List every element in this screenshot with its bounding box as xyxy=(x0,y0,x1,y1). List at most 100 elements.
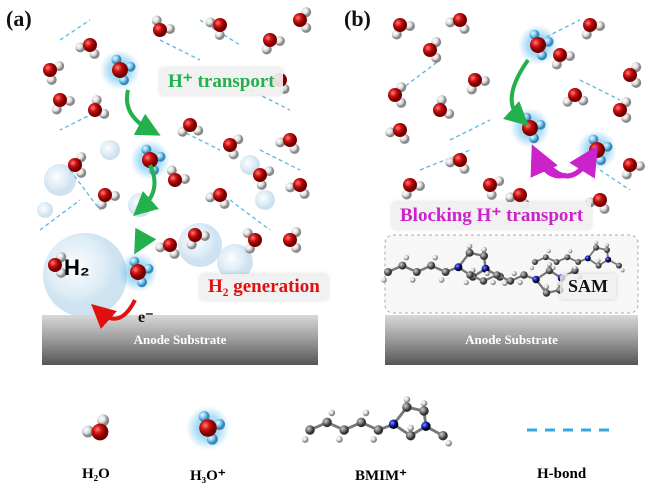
oxygen-atom xyxy=(153,23,167,37)
hydrogen-atom xyxy=(205,17,216,28)
carbon-atom xyxy=(465,248,474,257)
hydrogen-atom xyxy=(511,270,517,277)
oxygen-atom xyxy=(88,103,102,117)
hydrogen-atom xyxy=(543,284,550,290)
hydrogen-atom xyxy=(445,439,453,447)
carbon-atom xyxy=(339,425,349,435)
hydrogen-atom xyxy=(546,261,553,268)
hydrogen-atom xyxy=(214,418,226,430)
carbon-atom xyxy=(595,262,602,269)
hydrogen-atom xyxy=(385,127,396,138)
oxygen-atom xyxy=(623,68,637,82)
nitrogen-atom xyxy=(481,264,490,273)
carbon-atom xyxy=(616,262,622,269)
oxygen-atom xyxy=(423,43,437,57)
carbon-atom xyxy=(305,425,315,435)
blocking-label: Blocking H⁺ transport xyxy=(392,202,592,229)
water-molecule xyxy=(43,61,65,85)
carbon-atom xyxy=(542,254,549,261)
water-molecule xyxy=(48,252,67,278)
water-molecule xyxy=(423,37,442,63)
hydrogen-atom xyxy=(404,20,415,31)
hydrogen-atom xyxy=(166,165,177,176)
hydrogen-atom xyxy=(432,254,439,261)
carbon-atom xyxy=(593,244,600,251)
hydrogen-atom xyxy=(502,280,508,287)
anode-substrate-b xyxy=(385,315,638,365)
water-molecule xyxy=(82,414,110,441)
hydrogen-atom xyxy=(621,169,632,180)
water-molecule xyxy=(205,188,230,209)
h-bond xyxy=(579,79,621,101)
hydrogen-atom xyxy=(328,409,336,417)
carbon-atom xyxy=(506,277,515,285)
hydrogen-atom xyxy=(529,265,535,271)
carbon-atom xyxy=(532,259,538,265)
hydrogen-atom xyxy=(436,95,447,106)
hydrogen-atom xyxy=(490,279,496,286)
sam-molecules xyxy=(381,240,625,297)
oxygen-atom xyxy=(513,188,527,202)
water-molecule xyxy=(68,152,87,178)
hydrogen-atom xyxy=(96,199,107,210)
water-molecule xyxy=(433,95,455,119)
oxygen-atom xyxy=(48,258,62,272)
hydrogen-atom xyxy=(46,74,57,85)
hydronium-molecule xyxy=(186,406,230,450)
electron-arrow xyxy=(91,299,137,329)
bmim-molecule xyxy=(463,261,583,297)
transport-arrow-3 xyxy=(134,227,157,255)
h-bond xyxy=(599,169,631,191)
oxygen-atom xyxy=(393,18,407,32)
water-molecule xyxy=(88,95,110,119)
molecules xyxy=(43,7,645,292)
hydrogen-atom xyxy=(179,174,190,185)
sam-label: SAM xyxy=(560,274,616,299)
hydrogen-atom xyxy=(594,240,599,245)
hydrogen-atom xyxy=(604,243,610,248)
nitrogen-atom xyxy=(584,255,591,262)
h2-bubble xyxy=(178,223,222,267)
carbon-atom xyxy=(520,271,528,279)
hydrogen-atom xyxy=(543,36,554,47)
oxygen-atom xyxy=(248,233,262,247)
hydrogen-atom xyxy=(445,157,456,168)
hydrogen-atom xyxy=(301,436,309,443)
hydrogen-atom xyxy=(75,42,86,53)
hydrogen-atom xyxy=(403,254,410,261)
carbon-atom xyxy=(564,254,571,261)
oxygen-atom xyxy=(468,73,482,87)
carbon-atom xyxy=(427,261,436,270)
hydrogen-atom xyxy=(370,436,377,443)
oxygen-atom xyxy=(183,118,197,132)
h2-bubble xyxy=(44,164,76,196)
carbon-atom xyxy=(438,430,448,441)
oxygen-atom xyxy=(91,423,109,441)
hydrogen-atom xyxy=(256,179,267,190)
oxygen-atom xyxy=(43,63,57,77)
oxygen-atom xyxy=(168,173,182,187)
legend-hbond: H-bond xyxy=(537,466,587,482)
water-molecule xyxy=(242,228,262,254)
hydrogen-atom xyxy=(486,189,497,200)
hydrogen-atom xyxy=(594,20,605,31)
h-bond xyxy=(39,199,81,231)
h2-generation-label: H₂ generation xyxy=(200,274,328,300)
water-molecule xyxy=(177,118,204,137)
hydrogen-atom xyxy=(205,192,216,203)
hydrogen-atom xyxy=(155,242,166,253)
oxygen-atom xyxy=(589,142,605,158)
carbon-atom xyxy=(479,277,488,285)
hydrogen-atom xyxy=(164,24,175,35)
hydrogen-atom xyxy=(109,190,120,201)
carbon-atom xyxy=(575,259,582,265)
water-molecule xyxy=(186,228,210,250)
h2-bubble-label: H₂ xyxy=(64,255,90,280)
oxygen-atom xyxy=(453,13,467,27)
hydrogen-atom xyxy=(336,436,343,443)
oxygen-atom xyxy=(213,18,227,32)
h-bond xyxy=(59,19,91,41)
water-molecule xyxy=(151,15,175,37)
oxygen-atom xyxy=(188,228,202,242)
